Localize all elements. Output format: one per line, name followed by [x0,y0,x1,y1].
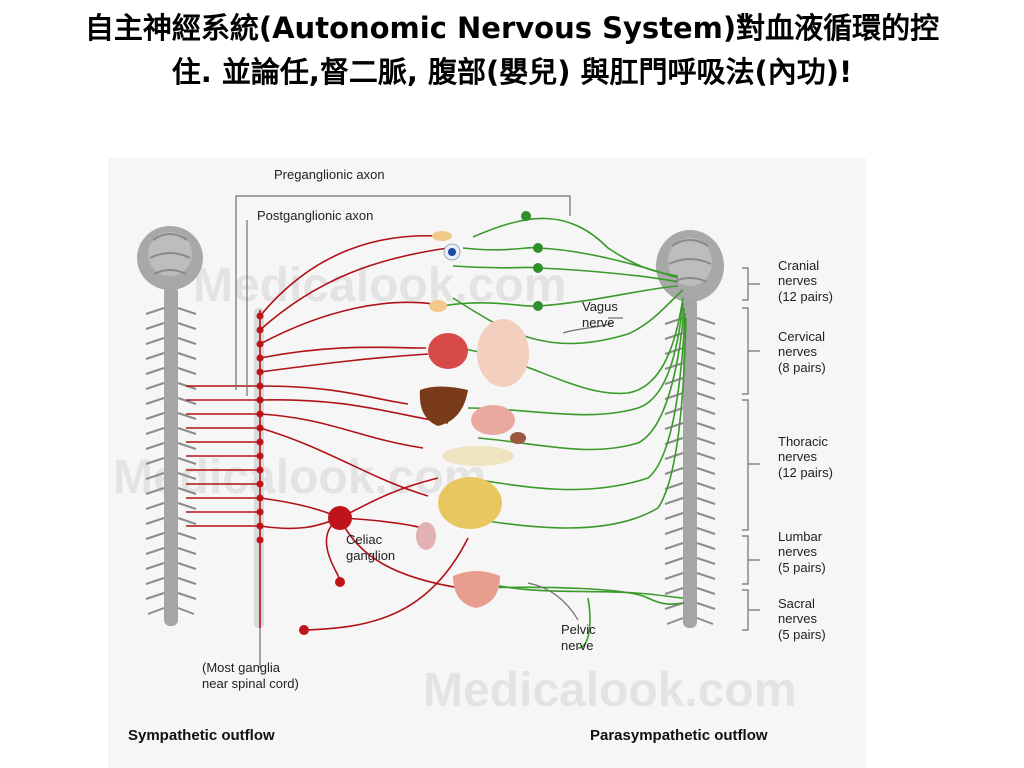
right-brain-spinal-cord [656,230,724,628]
preganglionic-red-lines [186,385,260,527]
diagram-svg: Medicalook.com Medicalook.com Medicalook… [113,167,833,744]
nerve-group-pairs: (12 pairs) [778,465,833,480]
nerve-group-name: Thoracic [778,434,828,449]
nerve-group-pairs: (8 pairs) [778,360,826,375]
ganglia-note-line2: near spinal cord) [202,676,299,691]
nerve-group-nerves: nerves [778,273,818,288]
celiac-ganglion-node [328,506,352,530]
autonomic-nervous-system-diagram: Medicalook.com Medicalook.com Medicalook… [108,158,866,768]
nerve-group-name: Cranial [778,258,819,273]
nerve-group-pairs: (5 pairs) [778,627,826,642]
nerve-group-nerves: nerves [778,544,818,559]
nerve-group-brackets [742,267,760,631]
nerve-group-nerves: nerves [778,344,818,359]
parasympathetic-ganglia [521,211,543,311]
title-line-2: 住. 並論任,督二脈, 腹部(嬰兒) 與肛門呼吸法(內功)! [171,55,853,89]
inferior-ganglion-node [335,577,345,587]
sympathetic-outflow-title: Sympathetic outflow [128,727,275,744]
nerve-group-name: Sacral [778,596,815,611]
pelvic-nerve-label-line1: Pelvic [561,622,596,637]
pelvic-nerve-label-line2: nerve [561,638,594,653]
sympathetic-chain [254,308,264,628]
nerve-group-nerves: nerves [778,449,818,464]
parasympathetic-outflow-title: Parasympathetic outflow [590,727,768,744]
nerve-group-name: Cervical [778,329,825,344]
celiac-ganglion-label-line2: ganglion [346,548,395,563]
nerve-group-nerves: nerves [778,611,818,626]
nerve-group-name: Lumbar [778,529,823,544]
title-line-1: 自主神經系統(Autonomic Nervous System)對血液循環的控 [84,11,940,45]
vagus-nerve-label-line1: Vagus [582,299,618,314]
axon-label-brackets [235,195,571,668]
nerve-group-labels: Cranial nerves (12 pairs) Cervical nerve… [778,258,833,642]
nerve-group-pairs: (5 pairs) [778,560,826,575]
pointer-lines [527,317,623,621]
slide-title: 自主神經系統(Autonomic Nervous System)對血液循環的控 … [10,6,1014,94]
left-brain-spinal-cord [137,226,203,626]
preganglionic-axon-label: Preganglionic axon [274,167,385,182]
nerve-group-pairs: (12 pairs) [778,289,833,304]
organs [416,231,529,608]
vagus-nerve-label-line2: nerve [582,315,615,330]
ganglia-note-line1: (Most ganglia [202,660,281,675]
watermark-bottom: Medicalook.com [423,664,796,717]
postganglionic-axon-label: Postganglionic axon [257,208,373,223]
lower-ganglion-node [299,625,309,635]
celiac-ganglion-label-line1: Celiac [346,532,383,547]
